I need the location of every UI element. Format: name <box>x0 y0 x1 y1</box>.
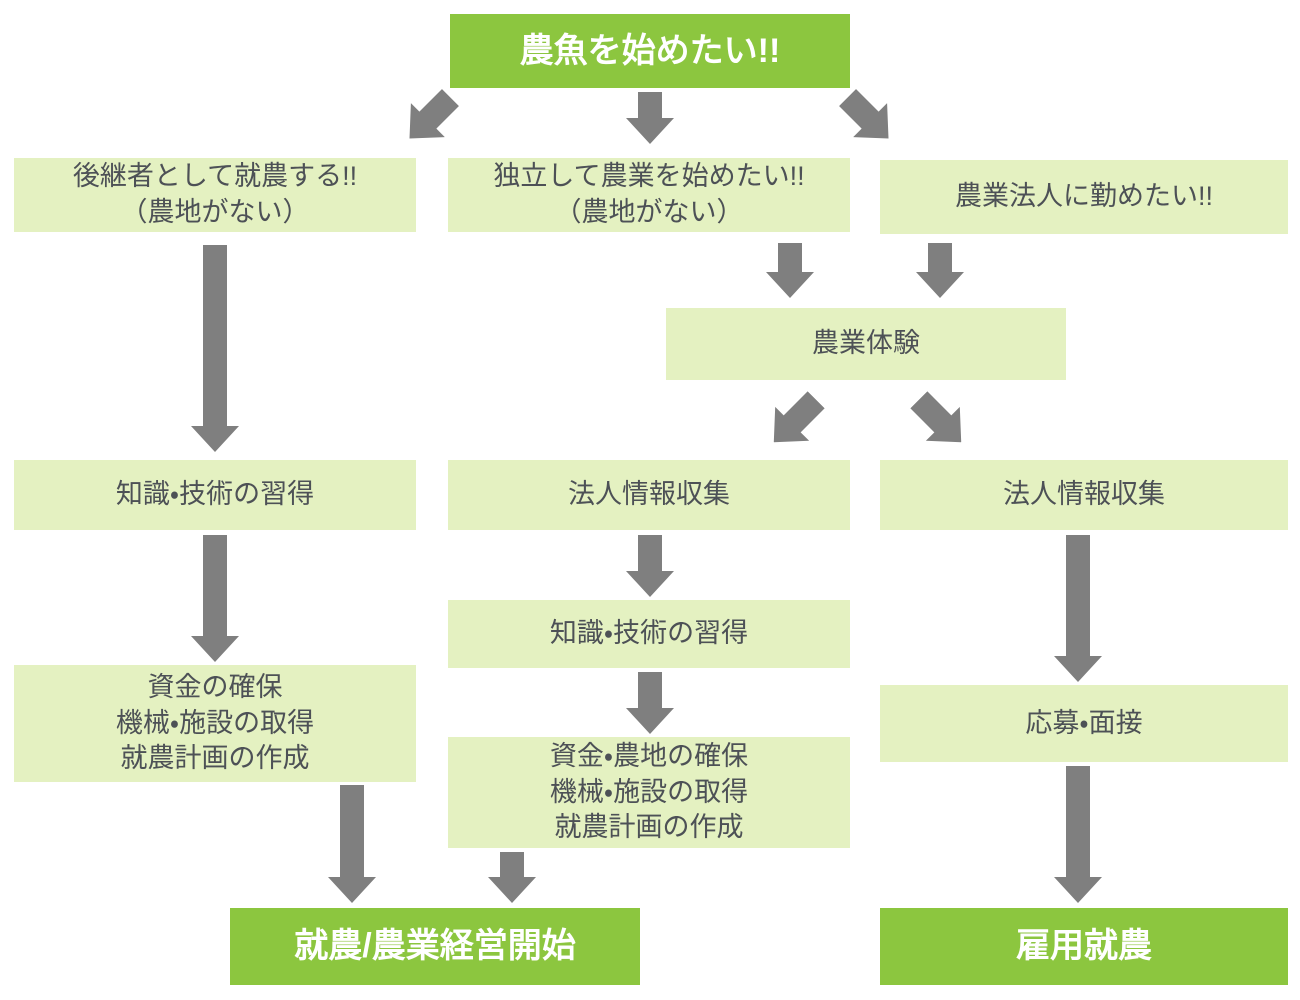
arrow-down-icon <box>766 243 814 298</box>
arrow-down-icon <box>916 243 964 298</box>
arrow-down-left-icon <box>757 383 833 459</box>
arrow-down-icon <box>191 535 239 662</box>
arrow-down-icon <box>626 92 674 144</box>
node-start-farming: 就農/農業経営開始 <box>230 908 640 985</box>
node-knowledge-left: 知識・技術の習得 <box>14 460 416 530</box>
arrow-down-left-icon <box>393 81 468 156</box>
node-employed-farming: 雇用就農 <box>880 908 1288 985</box>
node-knowledge-mid: 知識・技術の習得 <box>448 600 850 668</box>
arrow-down-icon <box>1054 766 1102 903</box>
arrow-down-right-icon <box>831 81 906 156</box>
arrow-down-icon <box>1054 535 1102 682</box>
arrow-down-icon <box>626 535 674 597</box>
node-start: 農魚を始めたい!! <box>450 14 850 88</box>
arrow-down-icon <box>191 245 239 452</box>
node-funds-mid: 資金・農地の確保 機械・施設の取得 就農計画の作成 <box>448 737 850 848</box>
node-successor: 後継者として就農する!! （農地がない） <box>14 158 416 232</box>
node-info-mid: 法人情報収集 <box>448 460 850 530</box>
node-corporation: 農業法人に勤めたい!! <box>880 160 1288 234</box>
arrow-down-icon <box>626 672 674 734</box>
arrow-down-right-icon <box>902 383 978 459</box>
arrow-down-icon <box>488 852 536 903</box>
node-apply-interview: 応募・面接 <box>880 685 1288 762</box>
node-experience: 農業体験 <box>666 308 1066 380</box>
node-info-right: 法人情報収集 <box>880 460 1288 530</box>
arrow-down-icon <box>328 785 376 903</box>
node-funds-left: 資金の確保 機械・施設の取得 就農計画の作成 <box>14 665 416 782</box>
node-independent: 独立して農業を始めたい!! （農地がない） <box>448 158 850 232</box>
